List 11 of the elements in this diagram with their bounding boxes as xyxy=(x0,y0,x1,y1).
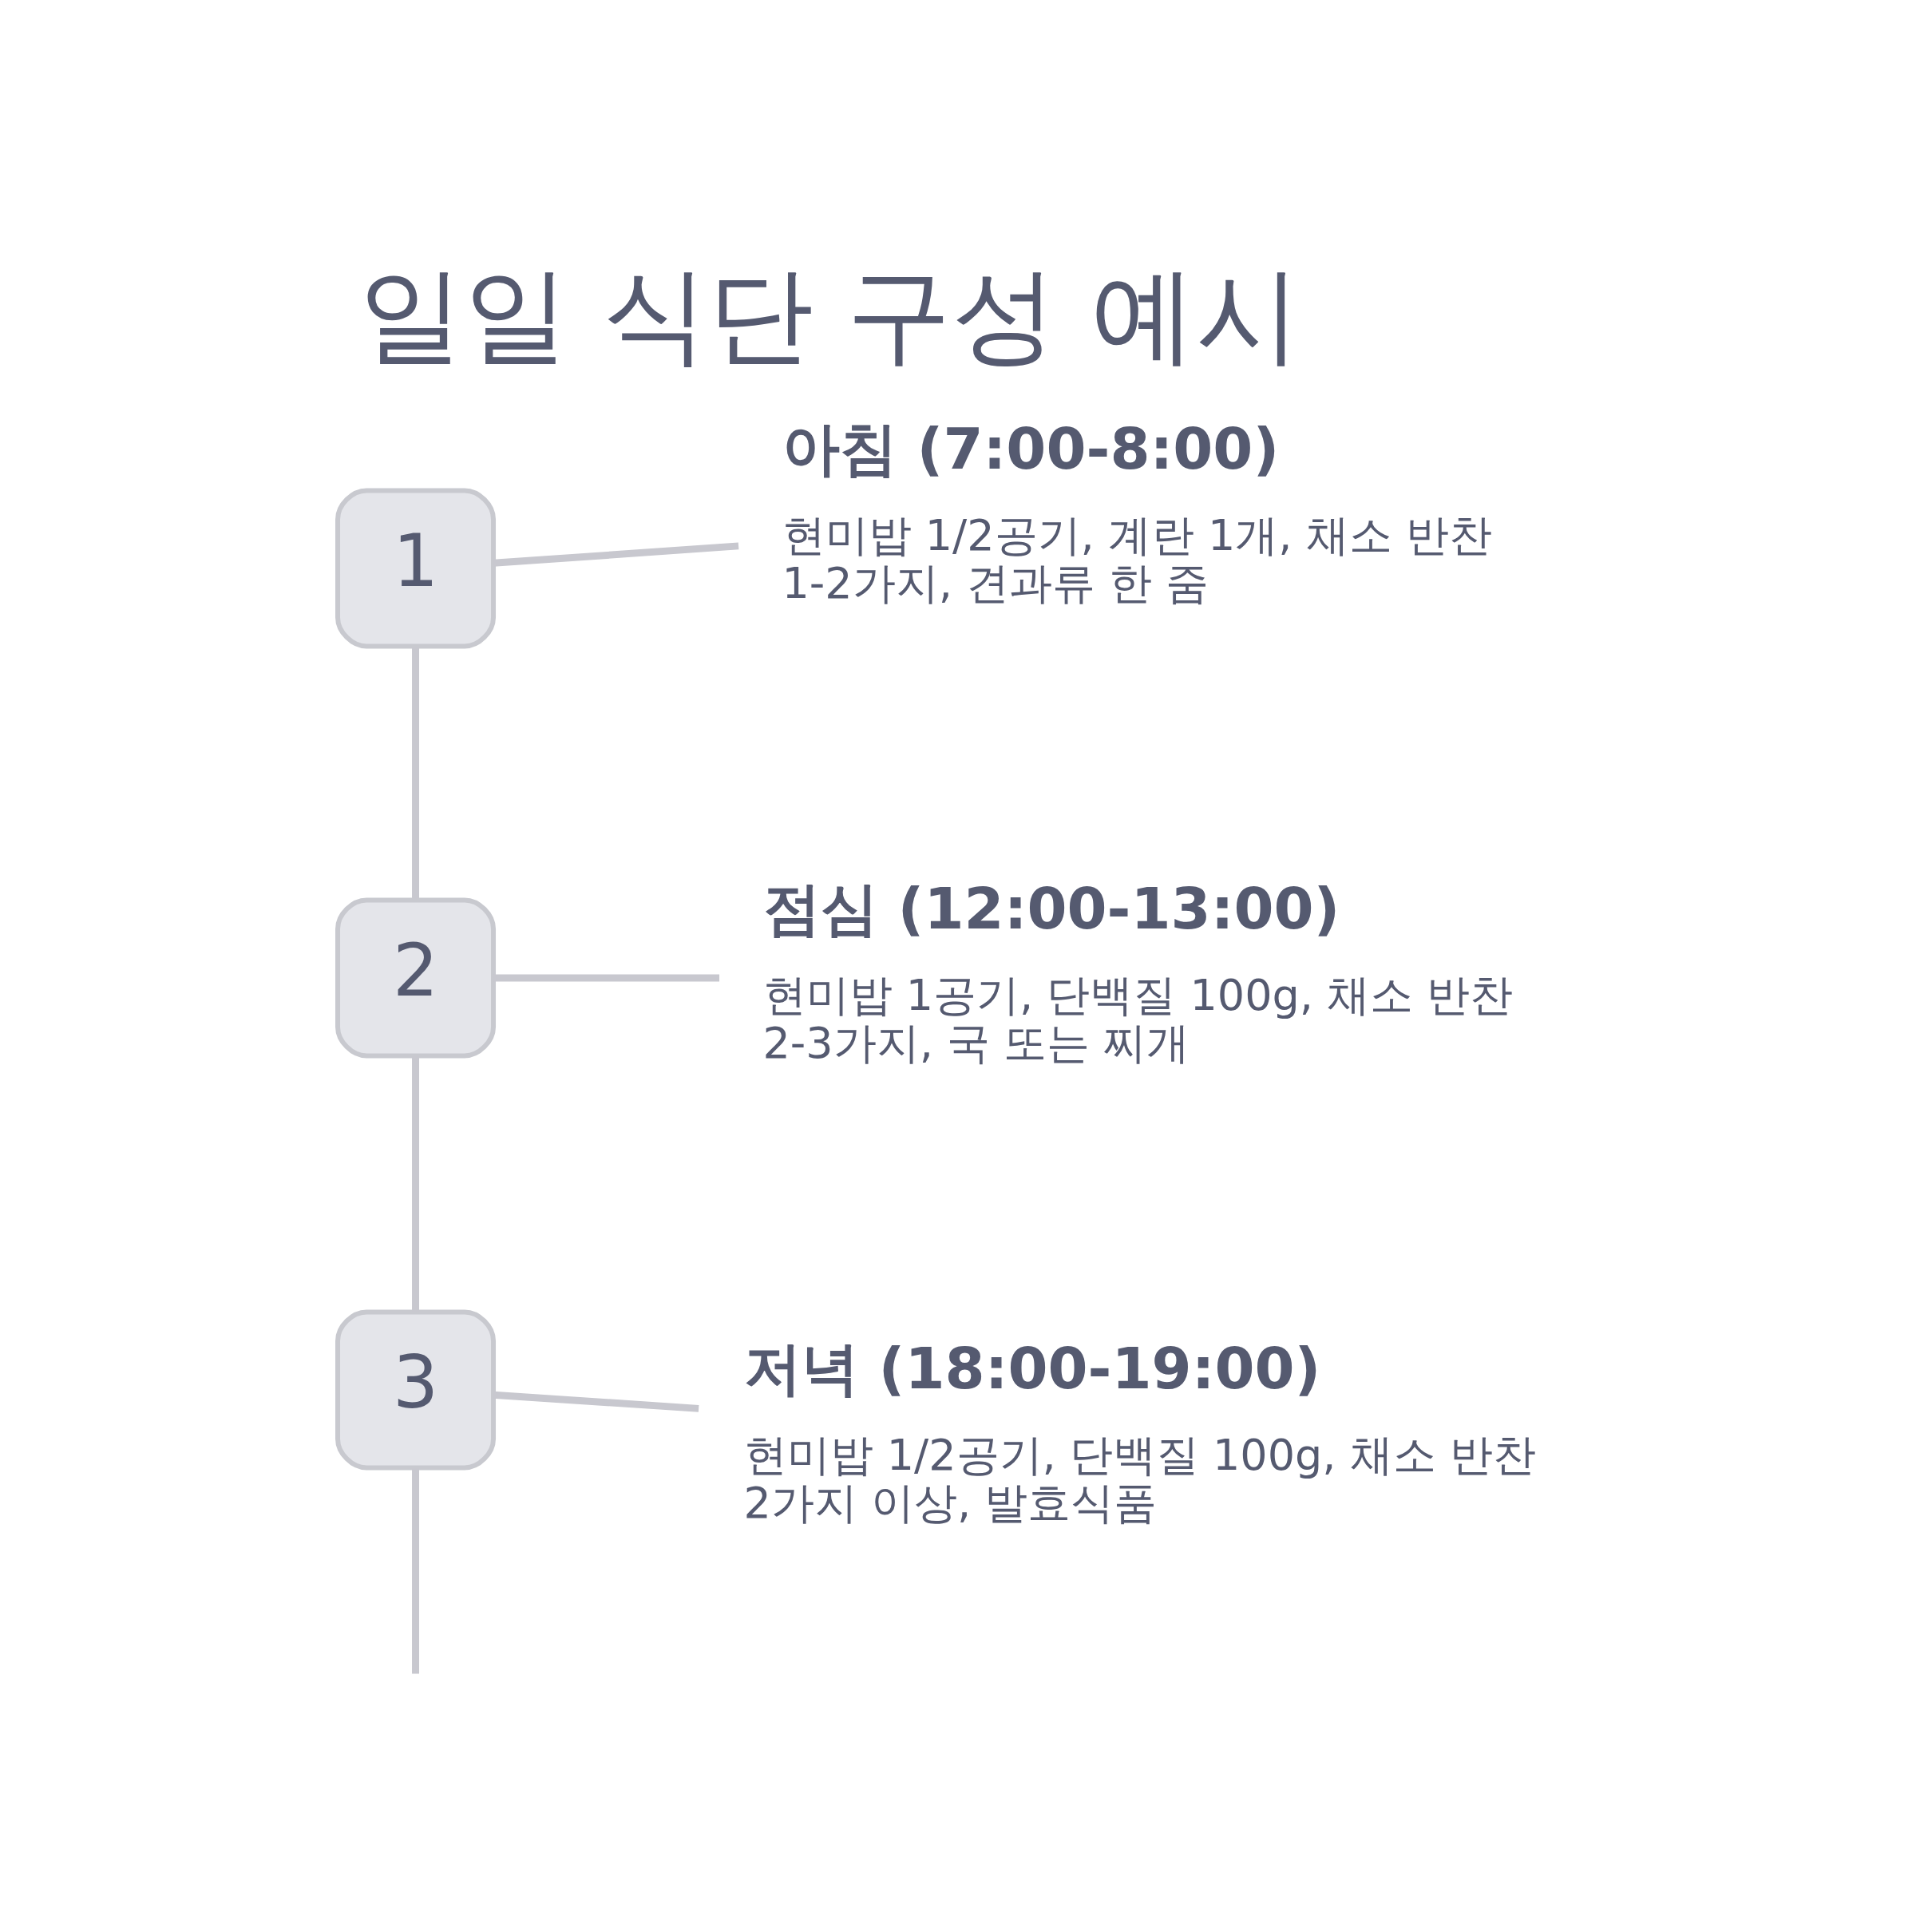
connector xyxy=(493,973,720,981)
node-text: 점심 (12:00-13:00) 현미밥 1공기, 단백질 100g, 채소 반찬 2-3가지, 국 또는 찌개 xyxy=(762,874,1514,1068)
connector xyxy=(412,1055,420,1312)
node-box: 2 xyxy=(335,897,497,1058)
node-text: 아침 (7:00-8:00) 현미밥 1/2공기, 계란 1개, 채소 반찬 1-2가지, 견과류 한 줌 xyxy=(782,414,1492,608)
node-text: 저녁 (18:00-19:00) 현미밥 1/2공기, 단백질 100g, 채소 반찬 2가지 이상, 발효식품 xyxy=(743,1334,1536,1528)
connector xyxy=(412,646,420,900)
node-box: 1 xyxy=(335,488,497,648)
node-box: 3 xyxy=(335,1308,497,1470)
diagram-title: 일일 식단 구성 예시 xyxy=(358,252,1302,376)
connector xyxy=(412,1468,420,1674)
